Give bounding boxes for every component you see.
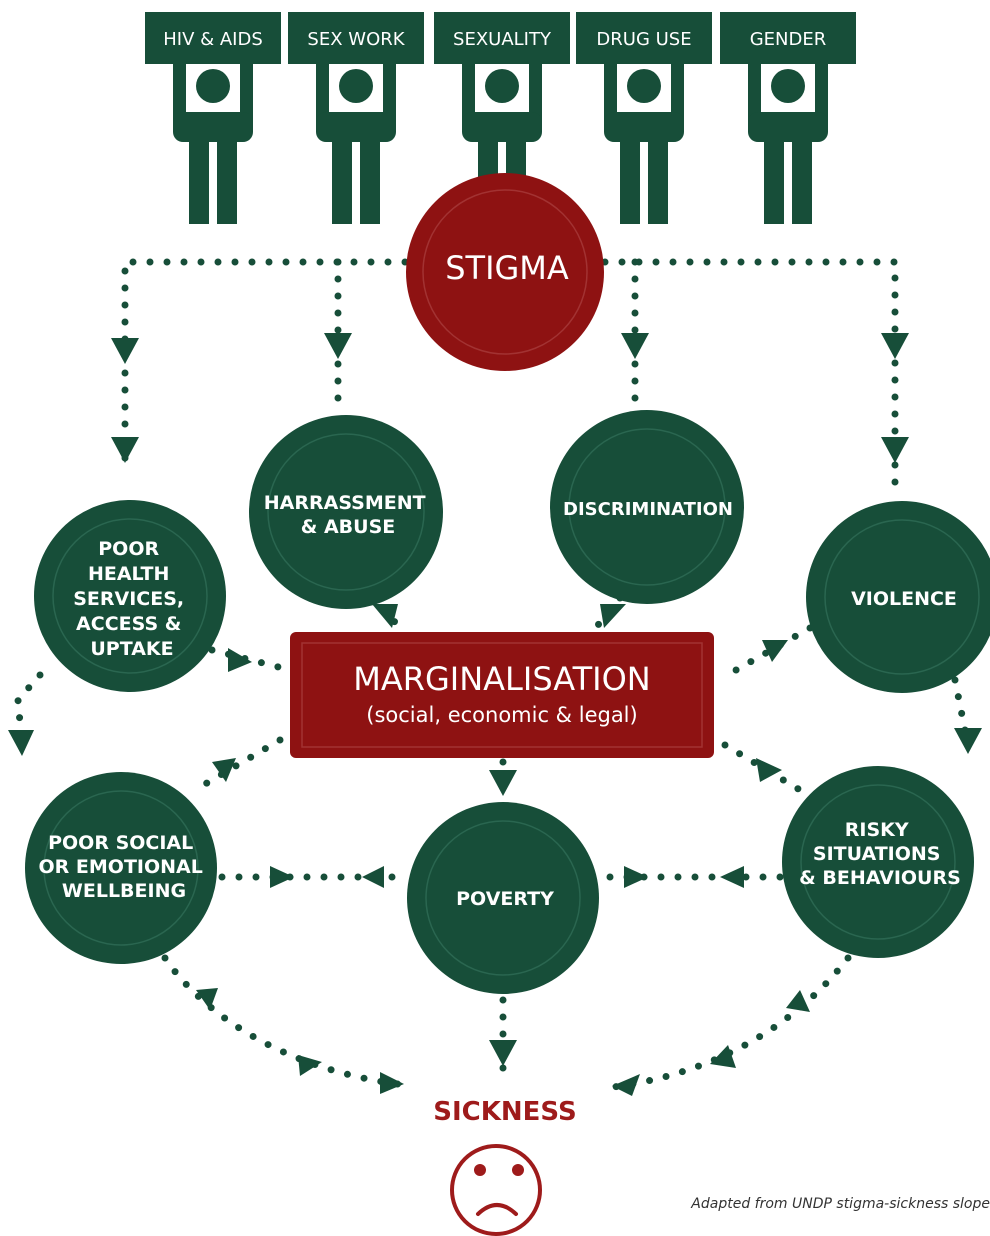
arrowhead — [954, 728, 982, 754]
connector-risky-sickness — [601, 954, 852, 1092]
arrowhead — [196, 988, 218, 1010]
poor-social-label: POOR SOCIAL OR EMOTIONAL WELLBEING — [39, 832, 210, 902]
violence-label: VIOLENCE — [851, 588, 957, 610]
arrowhead — [720, 866, 744, 888]
protest-sign — [576, 12, 712, 64]
arrowhead — [881, 437, 909, 463]
poverty-label: POVERTY — [456, 888, 554, 910]
arrowhead — [111, 437, 139, 463]
source-credit: Adapted from UNDP stigma-sickness slope — [691, 1196, 990, 1212]
arrowhead — [324, 333, 352, 359]
arrowhead — [612, 1074, 640, 1096]
marginalisation-title: MARGINALISATION — [353, 660, 650, 698]
protest-sign — [145, 12, 281, 64]
connector-lines — [14, 258, 972, 1092]
poor-health-node: POOR HEALTH SERVICES, ACCESS & UPTAKE — [34, 500, 226, 692]
arrowhead — [710, 1045, 736, 1068]
harassment-label: HARRASSMENT & ABUSE — [264, 492, 432, 538]
violence-node: VIOLENCE — [806, 501, 990, 693]
harassment-node: HARRASSMENT & ABUSE — [249, 415, 443, 609]
protest-figure: DRUG USE — [576, 12, 712, 224]
arrowhead — [624, 866, 648, 888]
arrowhead — [380, 1072, 404, 1094]
protest-figure: HIV & AIDS — [145, 12, 281, 224]
sickness-label: SICKNESS — [433, 1097, 576, 1127]
protest-figure: GENDER — [720, 12, 856, 224]
arrowhead — [756, 758, 782, 782]
connector-health-marg — [208, 646, 294, 674]
arrowhead — [228, 648, 252, 672]
arrowhead — [762, 640, 788, 662]
connector-marg-risky — [721, 741, 804, 794]
protest-sign — [434, 12, 570, 64]
sad-face-icon — [450, 1144, 542, 1236]
arrowhead — [489, 770, 517, 796]
person-icon — [196, 69, 230, 103]
person-icon — [627, 69, 661, 103]
sign-label: SEX WORK — [307, 29, 405, 50]
connector-health-social — [14, 671, 44, 749]
protest-sign — [720, 12, 856, 64]
arrowhead — [8, 730, 34, 756]
protest-sign — [288, 12, 424, 64]
protest-figures: HIV & AIDS SEX WORK SEXUALITY DRUG USE GENDE… — [145, 12, 856, 224]
arrowhead — [489, 1040, 517, 1066]
arrowhead — [111, 338, 139, 364]
stigma-label: STIGMA — [445, 249, 569, 287]
marginalisation-node: MARGINALISATION (social, economic & lega… — [290, 632, 714, 758]
arrowhead — [372, 604, 398, 628]
connector-social-sickness — [161, 954, 409, 1089]
poverty-node: POVERTY — [407, 802, 599, 994]
protest-figure: SEX WORK — [288, 12, 424, 224]
connector-violence-marg — [718, 624, 814, 682]
person-icon — [771, 69, 805, 103]
arrowhead — [600, 604, 626, 628]
arrowhead — [212, 758, 236, 782]
sign-label: SEXUALITY — [453, 29, 552, 50]
discrimination-node: DISCRIMINATION — [550, 410, 744, 604]
person-icon — [485, 69, 519, 103]
sign-label: DRUG USE — [596, 29, 691, 50]
sign-label: HIV & AIDS — [163, 29, 263, 50]
stigma-node: STIGMA — [406, 173, 604, 371]
arrowheads — [8, 333, 982, 1096]
sign-label: GENDER — [750, 29, 827, 50]
connector-marg-social — [191, 736, 284, 794]
person-icon — [339, 69, 373, 103]
arrowhead — [881, 333, 909, 359]
arrowhead — [298, 1055, 322, 1076]
risky-label: RISKY SITUATIONS & BEHAVIOURS — [799, 819, 961, 889]
poor-social-node: POOR SOCIAL OR EMOTIONAL WELLBEING — [25, 772, 217, 964]
arrowhead — [362, 866, 384, 888]
poor-health-label: POOR HEALTH SERVICES, ACCESS & UPTAKE — [73, 538, 191, 660]
arrowhead — [786, 990, 810, 1012]
connector-stigma-violence — [601, 258, 899, 499]
connector-violence-risky — [951, 676, 972, 749]
discrimination-label: DISCRIMINATION — [563, 499, 733, 520]
arrowhead — [270, 866, 294, 888]
risky-node: RISKY SITUATIONS & BEHAVIOURS — [782, 766, 974, 958]
arrowhead — [621, 333, 649, 359]
marginalisation-subtitle: (social, economic & legal) — [366, 703, 637, 727]
